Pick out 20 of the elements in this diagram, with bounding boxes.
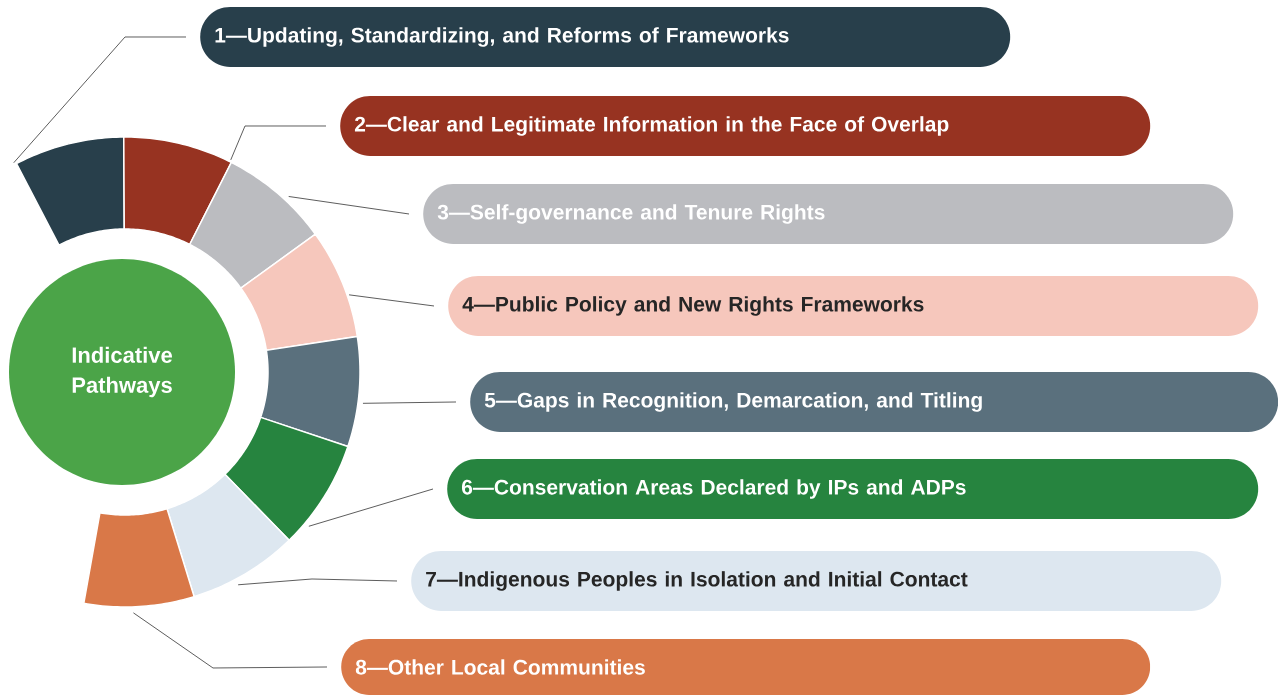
leader-line	[230, 125, 327, 161]
pathway-pill: 2—Clear and Legitimate Information in the Face of Overlap	[340, 96, 1151, 156]
leader-line	[348, 294, 435, 307]
ring-segment	[259, 335, 361, 448]
leader-line	[133, 612, 328, 669]
leader-line	[288, 196, 410, 215]
pathway-pill: 6—Conservation Areas Declared by IPs and ADPs	[447, 459, 1259, 519]
ring-segment	[223, 416, 349, 542]
pathway-pill: 5—Gaps in Recognition, Demarcation, and Titling	[470, 372, 1278, 432]
ring-segment	[188, 161, 317, 290]
pathway-pill: 4—Public Policy and New Rights Frameworks	[448, 276, 1259, 336]
leader-line	[237, 578, 398, 586]
pathway-pill: 3—Self-governance and Tenure Rights	[423, 184, 1234, 244]
leader-line	[308, 488, 434, 527]
pathway-pill: 1—Updating, Standardizing, and Reforms of Frameworks	[200, 7, 1011, 67]
ring-segment	[123, 136, 233, 246]
leader-line	[13, 36, 187, 164]
pathway-pill: 7—Indigenous Peoples in Isolation and Initial Contact	[411, 551, 1222, 611]
leader-line	[362, 401, 457, 404]
pathway-pill: 8—Other Local Communities	[341, 639, 1151, 695]
